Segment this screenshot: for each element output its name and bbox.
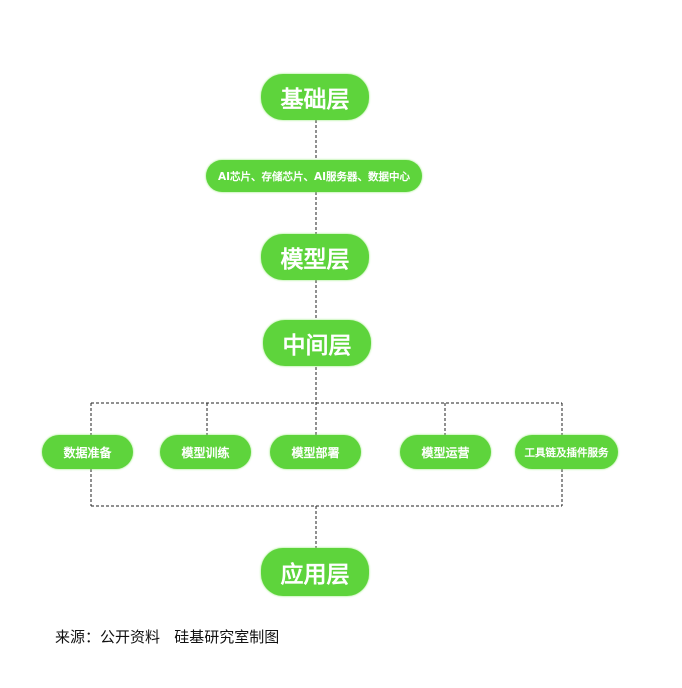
middle-item-toolchain: 工具链及插件服务 [515, 435, 618, 469]
middle-item-training: 模型训练 [160, 435, 251, 469]
middle-item-deployment: 模型部署 [270, 435, 361, 469]
source-caption: 来源：公开资料 硅基研究室制图 [55, 628, 280, 646]
application-layer-node: 应用层 [261, 548, 369, 596]
foundation-layer-node: 基础层 [261, 74, 369, 120]
foundation-detail-node: AI芯片、存储芯片、AI服务器、数据中心 [206, 160, 422, 192]
middle-layer-node: 中间层 [263, 320, 371, 366]
middle-item-data-prep: 数据准备 [42, 435, 133, 469]
middle-item-operation: 模型运营 [400, 435, 491, 469]
model-layer-node: 模型层 [261, 234, 369, 280]
